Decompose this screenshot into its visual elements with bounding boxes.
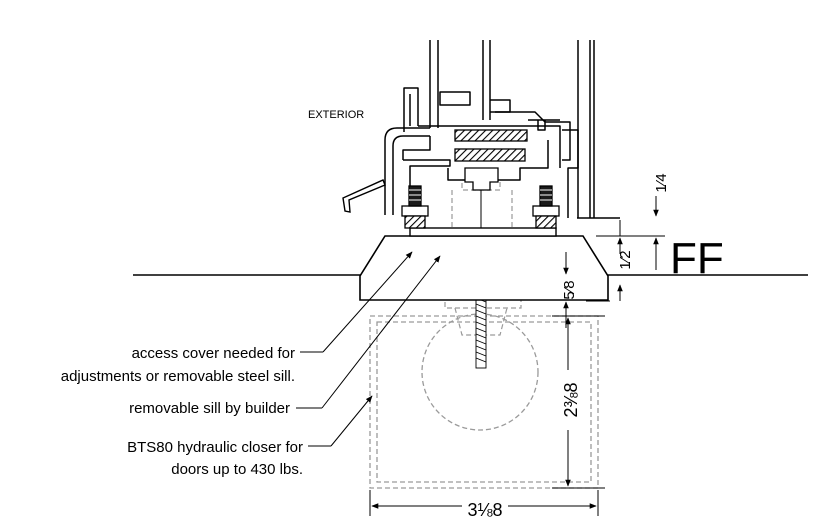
dimension-depth [552, 315, 605, 489]
hatched-block-lower [454, 148, 526, 162]
dimension-depth-label: 2⅜8 [561, 382, 581, 417]
hatched-block-upper [454, 129, 528, 142]
callout-access-cover-line1: access cover needed for [132, 345, 295, 362]
dimension-sill [563, 196, 665, 328]
anchor-bolt-left [401, 185, 429, 229]
callout-closer-line2: doors up to 430 lbs. [171, 461, 303, 478]
dimension-sill-below-floor-label: 5⁄8 [561, 280, 578, 299]
callout-access-cover-line2: adjustments or removable steel sill. [61, 368, 295, 385]
steel-sill-plate [409, 227, 557, 237]
callout-leaders [296, 251, 441, 447]
anchor-bolt-right [532, 185, 560, 229]
dimension-sill-height-label: 1⁄2 [617, 250, 634, 269]
callout-removable-sill: removable sill by builder [129, 400, 290, 417]
weather-flap [342, 179, 386, 213]
dimension-width [369, 490, 599, 516]
sill [359, 235, 609, 301]
exterior-label: EXTERIOR [308, 109, 364, 121]
door-frame-profile [384, 40, 620, 219]
dimension-width-label: 3⅛8 [467, 500, 502, 520]
dimension-sill-offset-label: 1⁄4 [653, 173, 670, 192]
finish-floor-label: FF [670, 234, 724, 283]
pivot-cap [464, 167, 499, 191]
callout-closer-line1: BTS80 hydraulic closer for [127, 439, 303, 456]
